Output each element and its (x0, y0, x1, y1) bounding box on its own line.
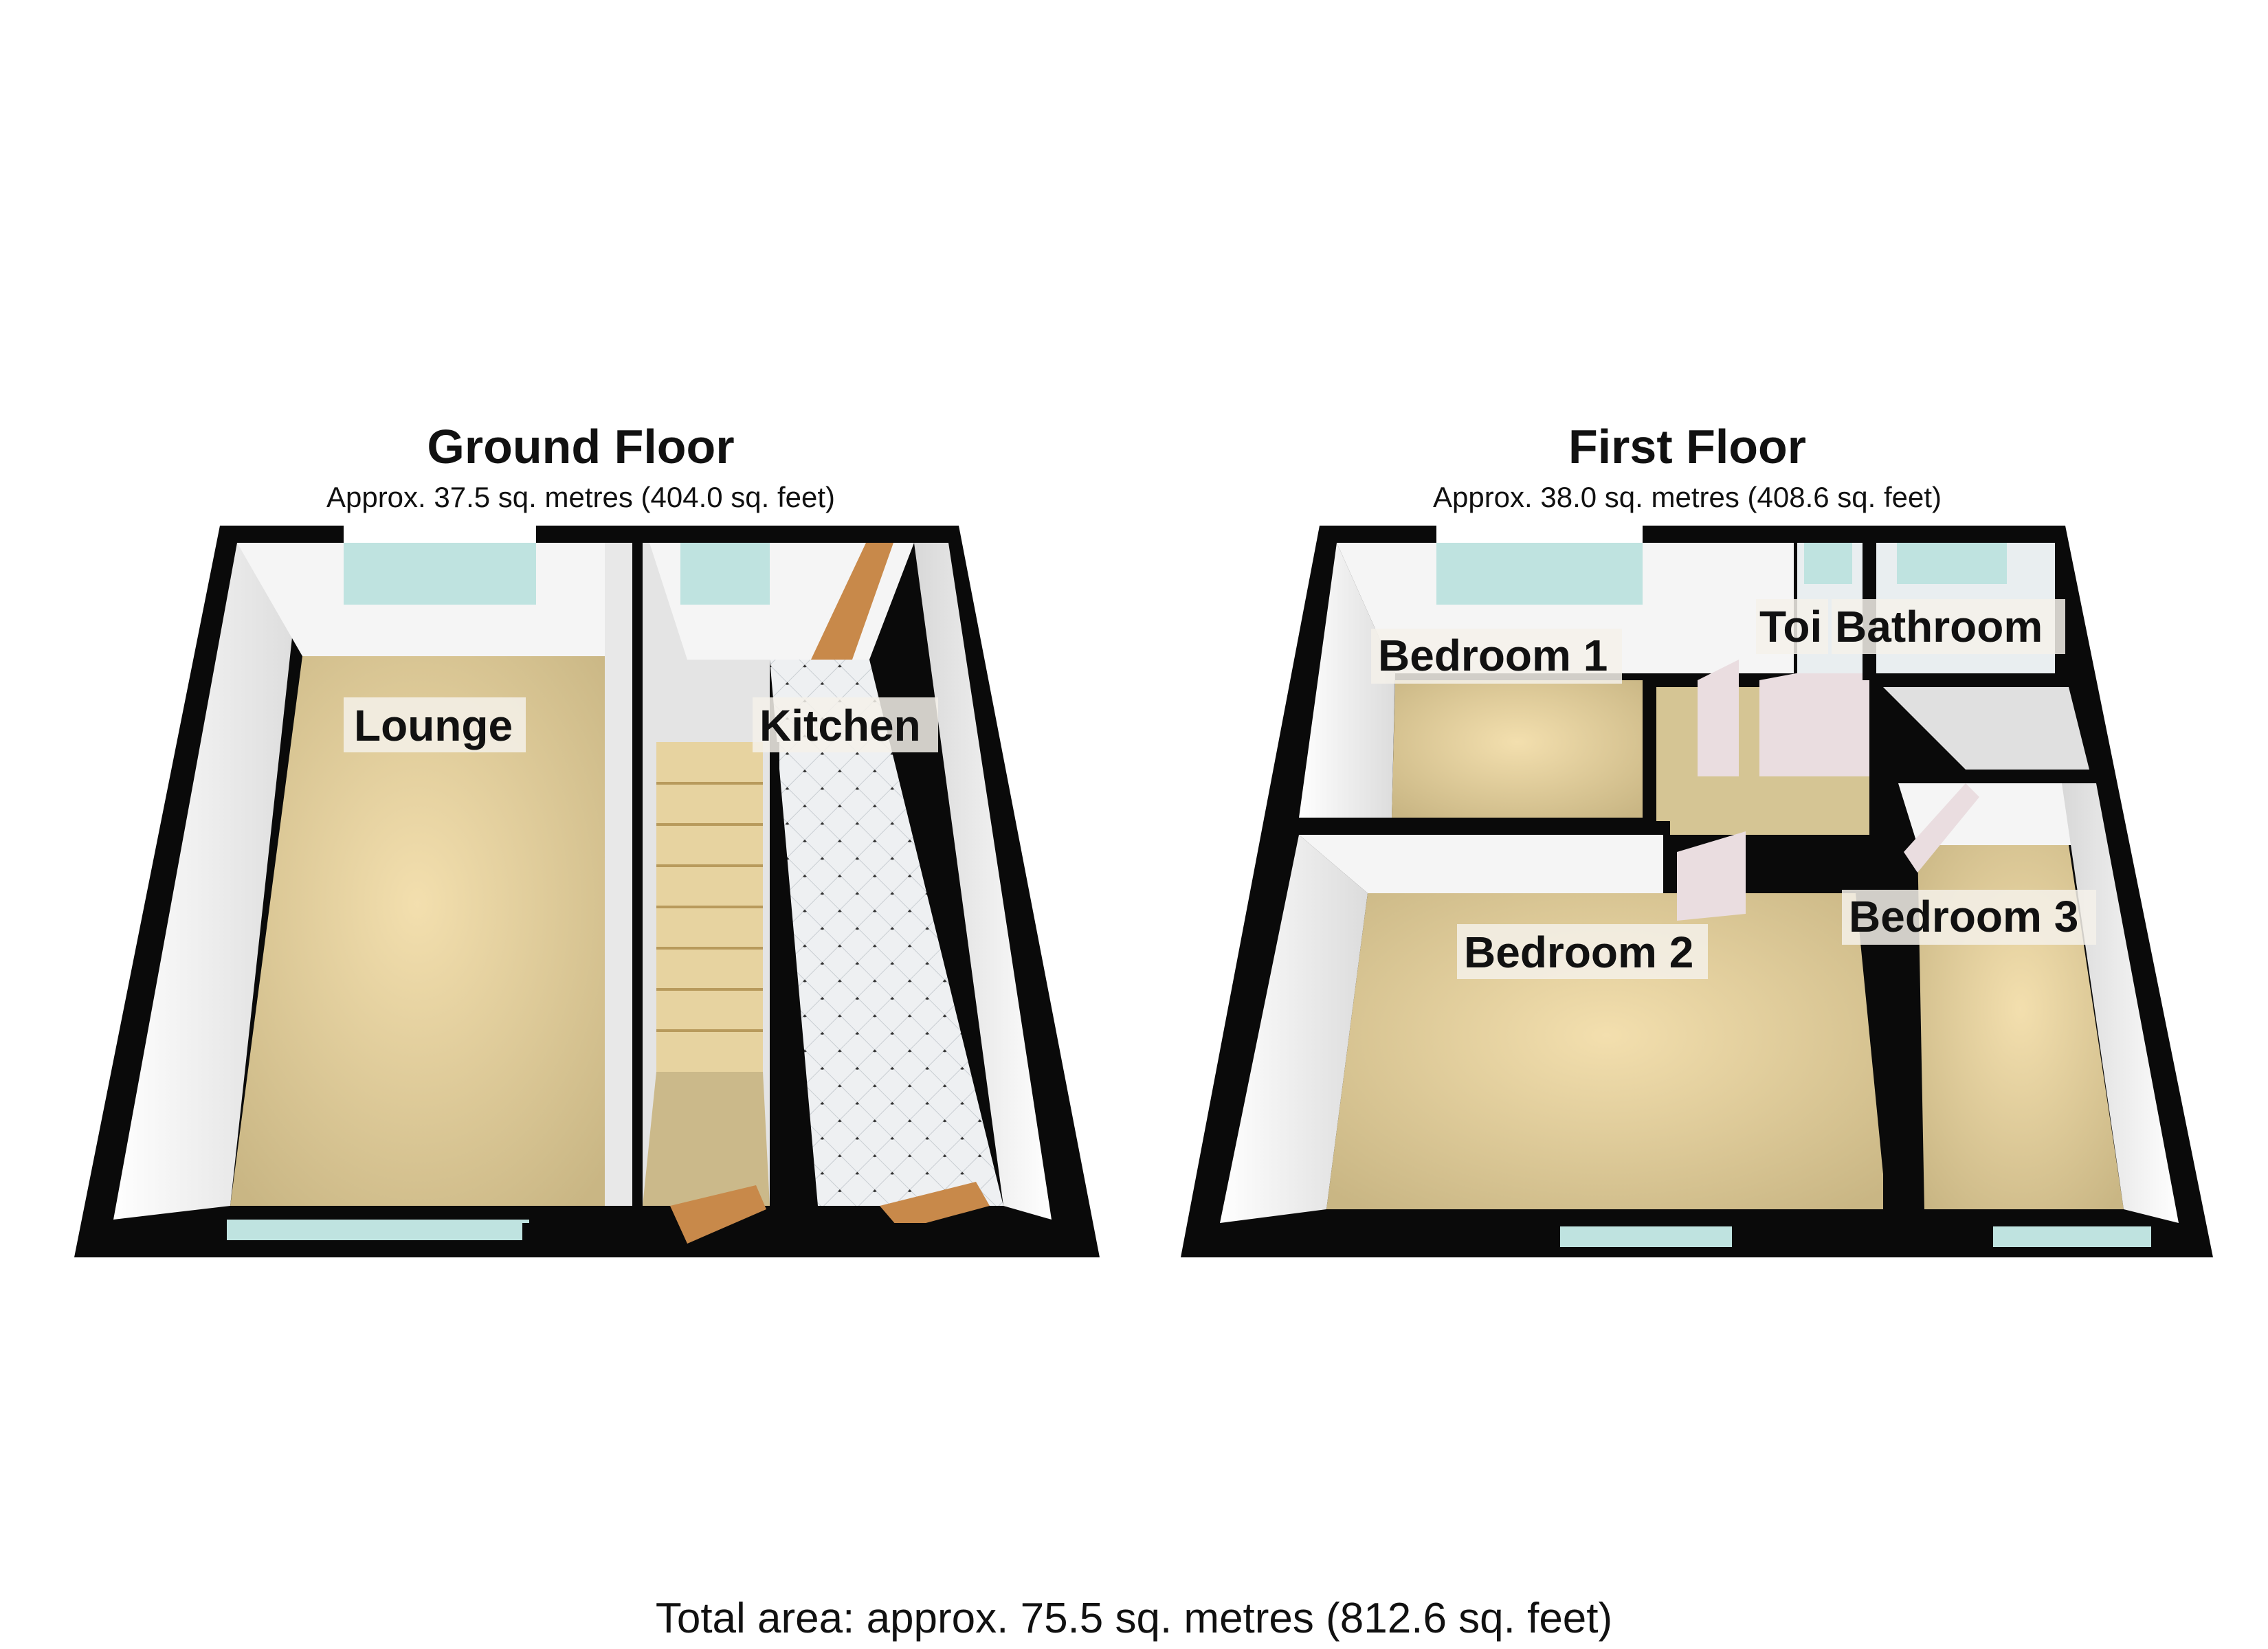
bedroom1-floor (1392, 680, 1643, 818)
total-area: Total area: approx. 75.5 sq. metres (812… (655, 1595, 1613, 1642)
lounge-window-front (227, 1220, 529, 1240)
toilet-label: Toi (1759, 602, 1822, 651)
kitchen-right-wall (914, 543, 1052, 1220)
ground-floor-plan: Lounge Kitchen (74, 526, 1100, 1257)
first-floor-plan: Bedroom 1 Toi Bathroom Bedroom 2 Bedroom… (1181, 526, 2213, 1257)
stair-wall (770, 742, 779, 1223)
kitchen-back-door (811, 543, 893, 660)
bedroom2-window (1546, 1226, 1732, 1247)
landing-door-2 (1759, 660, 1869, 776)
bathroom-label-bg (1832, 599, 2065, 654)
bedroom3-door (1904, 783, 1979, 873)
lounge-label-bg (344, 697, 526, 752)
toilet-label-bg (1756, 599, 1828, 654)
bedroom1-left-wall (1299, 543, 1395, 818)
landing-door-1 (1698, 660, 1739, 776)
first-floor-area: Approx. 38.0 sq. metres (408.6 sq. feet) (1432, 481, 1942, 513)
bedroom1-right-wall (1643, 677, 1656, 824)
bedroom2-door (1677, 831, 1746, 921)
bedroom3-window (1993, 1226, 2151, 1247)
kitchen-floor (770, 660, 1003, 1206)
stair-treads (656, 782, 763, 1032)
kitchen-label-bg (753, 697, 938, 752)
bathroom-window (1897, 543, 2007, 584)
toilet-window (1804, 543, 1852, 584)
bedroom1-window (1436, 543, 1643, 605)
bath-storage-wall (1869, 677, 2062, 688)
bathroom-label: Bathroom (1835, 602, 2043, 651)
bedroom1-label-bg (1371, 629, 1622, 684)
front-door (670, 1185, 766, 1244)
hall-floor (643, 1072, 770, 1206)
kitchen-label: Kitchen (759, 701, 921, 750)
ground-floor-area: Approx. 37.5 sq. metres (404.0 sq. feet) (326, 481, 836, 513)
lounge-window-back (344, 543, 536, 605)
bedroom2-label-bg (1457, 924, 1708, 979)
bedroom2-label: Bedroom 2 (1464, 928, 1693, 977)
lounge-floor (230, 656, 605, 1206)
kitchen-window (680, 543, 770, 605)
bedroom1-label: Bedroom 1 (1378, 631, 1608, 680)
kitchen-side-door (880, 1182, 990, 1230)
ground-floor-title: Ground Floor (427, 420, 735, 473)
lounge-right-wall (605, 543, 632, 1206)
bedroom2-left-wall (1220, 835, 1368, 1223)
lounge-left-wall (113, 543, 302, 1220)
bedroom1-bedroom2-wall (1285, 821, 1670, 836)
partition-wall (632, 543, 643, 1206)
storage-cupboard (1883, 687, 2089, 770)
bedroom3-label-bg (1842, 890, 2096, 945)
lounge-label: Lounge (354, 701, 513, 750)
first-floor-title: First Floor (1568, 420, 1807, 473)
bedroom2-back-wall (1299, 835, 1663, 893)
bedroom2-bedroom3-wall (1883, 783, 1898, 1223)
bedroom3-label: Bedroom 3 (1849, 892, 2078, 941)
